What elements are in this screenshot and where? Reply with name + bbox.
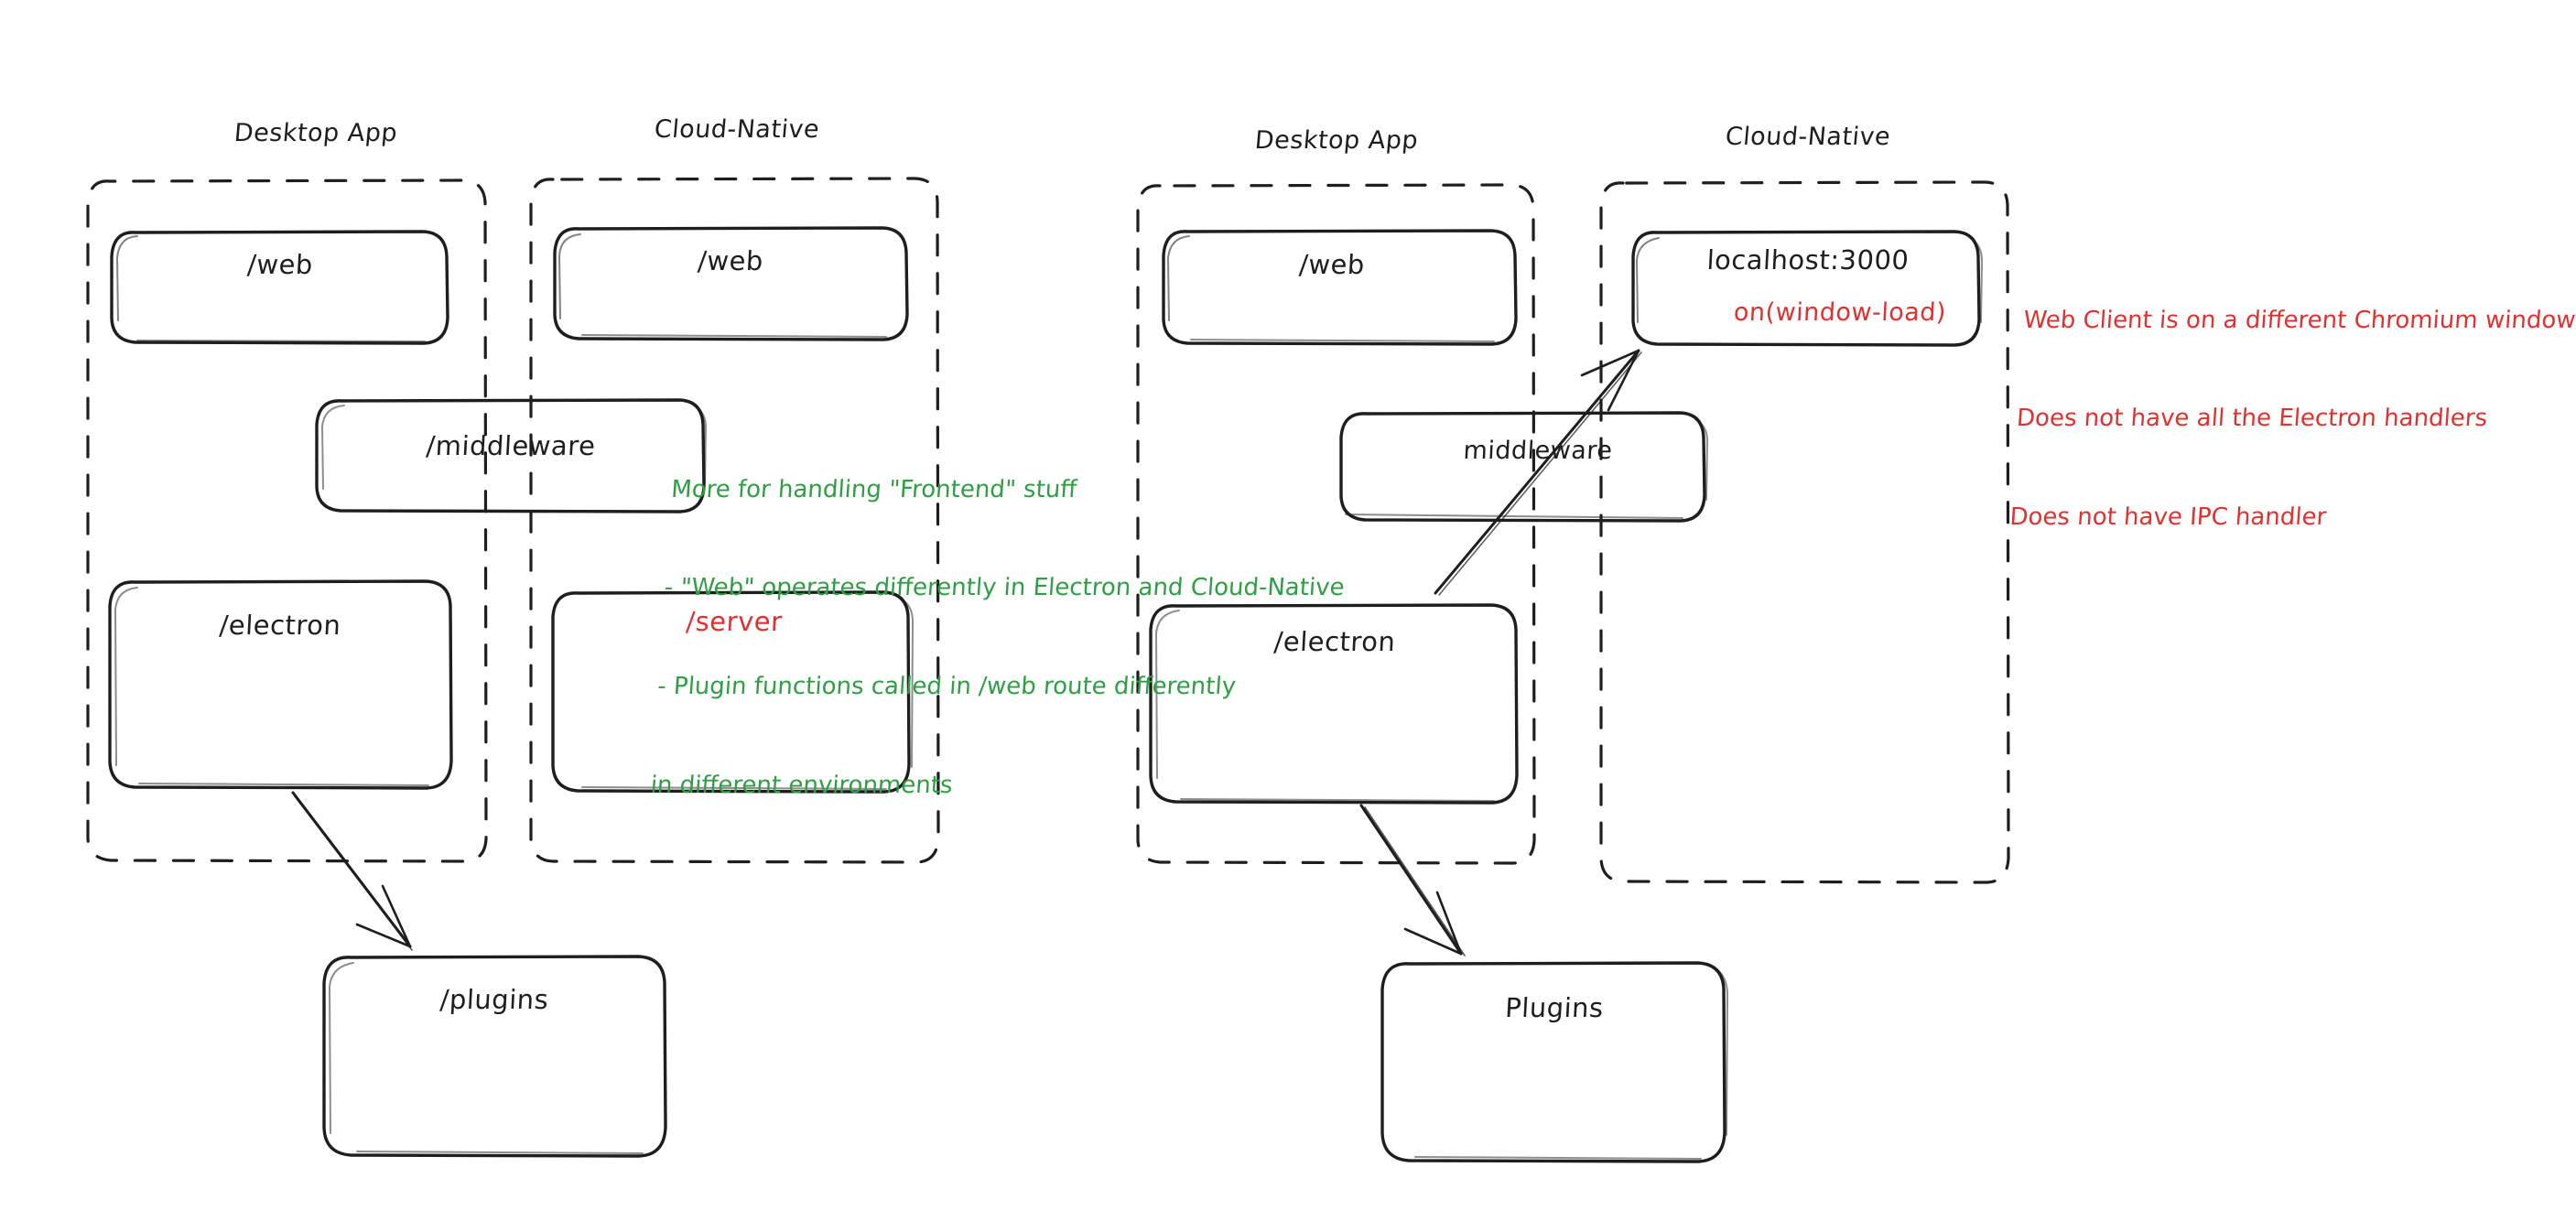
left-desktop-electron-box [108, 579, 453, 790]
left-desktop-web-box [110, 230, 449, 345]
green-annotation-line-2: - "Web" operates differently in Electron… [663, 574, 1346, 602]
left-desktop-web-label: /web [246, 249, 314, 280]
red-annotation-line-2: Does not have all the Electron handlers [2016, 405, 2489, 433]
green-annotation-line-3: - Plugin functions called in /web route … [656, 673, 1238, 700]
right-cloud-native-container [1599, 180, 2010, 884]
green-annotation-line-1: More for handling "Frontend" stuff [670, 475, 1078, 503]
right-plugins-label: Plugins [1504, 992, 1605, 1023]
left-cloud-native-label: Cloud-Native [653, 115, 821, 144]
left-cloud-server-box [551, 590, 911, 794]
right-electron-to-localhost-arrow [1434, 349, 1640, 595]
right-plugins-box [1380, 961, 1726, 1163]
right-electron-to-plugins-arrow [1359, 804, 1463, 956]
right-localhost-label: localhost:3000 [1705, 244, 1910, 276]
left-cloud-web-label: /web [697, 245, 764, 276]
left-desktop-app-label: Desktop App [233, 119, 399, 147]
left-middleware-box [315, 398, 706, 513]
green-annotation-line-4: in different environments [649, 771, 954, 799]
right-cloud-native-label: Cloud-Native [1724, 123, 1892, 151]
right-desktop-electron-box [1149, 603, 1519, 805]
right-desktop-app-container [1136, 183, 1536, 865]
red-annotation-line-3: Does not have IPC handler [2008, 503, 2328, 531]
left-cloud-web-box [553, 226, 909, 341]
right-desktop-app-label: Desktop App [1253, 126, 1420, 155]
green-annotation: More for handling "Frontend" stuff - "We… [644, 408, 1357, 868]
left-electron-to-plugins-arrow [291, 791, 412, 948]
left-plugins-label: /plugins [438, 984, 550, 1015]
left-desktop-app-container [86, 178, 488, 863]
right-middleware-box [1339, 411, 1706, 523]
right-localhost-sublabel: on(window-load) [1733, 298, 1947, 327]
red-annotation-line-1: Web Client is on a different Chromium wi… [2022, 306, 2576, 334]
right-middleware-label: middleware [1462, 437, 1614, 465]
red-annotation: Web Client is on a different Chromium wi… [2004, 239, 2576, 600]
left-desktop-electron-label: /electron [218, 610, 342, 641]
left-middleware-label: /middleware [425, 430, 597, 461]
right-desktop-web-label: /web [1298, 249, 1366, 280]
right-desktop-web-box [1162, 229, 1518, 346]
left-plugins-box [322, 955, 667, 1158]
